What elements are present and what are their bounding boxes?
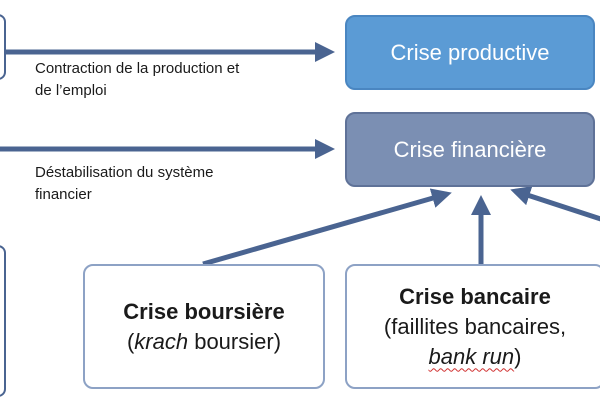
- node-crise-boursiere-detail-rest: boursier): [188, 328, 282, 354]
- node-crise-productive-label: Crise productive: [390, 39, 550, 65]
- edge-label-financiere-line1: Déstabilisation du système: [35, 164, 214, 181]
- node-crise-boursiere-title: Crise boursière: [123, 298, 285, 324]
- arrow-boursiere-to-financiere: [202, 188, 452, 267]
- node-crise-bancaire: Crise bancaire (faillites bancaires, ban…: [345, 264, 600, 389]
- node-crise-bancaire-detail-line1: (faillites bancaires,: [383, 313, 567, 339]
- edge-label-productive-line1: Contraction de la production et: [35, 60, 240, 77]
- node-crise-financiere-label: Crise financière: [393, 136, 547, 162]
- edge-label-productive: Contraction de la production et de l’emp…: [35, 58, 315, 102]
- node-crise-bancaire-detail-italic: bank run: [428, 343, 515, 369]
- node-crise-boursiere-detail-open: (: [126, 328, 135, 354]
- node-crise-boursiere-detail-italic: krach: [134, 328, 189, 354]
- node-crise-financiere: Crise financière: [345, 112, 595, 187]
- edge-label-financiere: Déstabilisation du système financier: [35, 162, 275, 206]
- arrow-offscreen-to-financiere: [510, 186, 600, 222]
- node-crise-bancaire-detail-line2: bank run): [429, 342, 522, 372]
- edge-label-productive-line2: de l’emploi: [35, 82, 107, 99]
- node-crise-boursiere-detail: (krach boursier): [127, 327, 281, 357]
- node-crise-bancaire-title: Crise bancaire: [399, 283, 551, 309]
- node-crise-boursiere: Crise boursière (krach boursier): [83, 264, 325, 389]
- node-crise-productive: Crise productive: [345, 15, 595, 90]
- node-crise-bancaire-detail-close: ): [514, 343, 522, 369]
- edge-label-financiere-line2: financier: [35, 186, 92, 203]
